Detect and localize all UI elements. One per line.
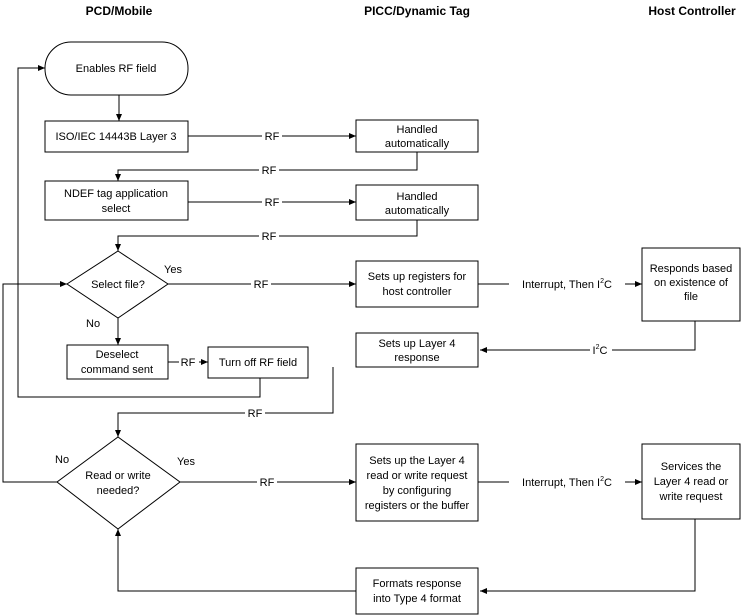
edge-label-i2c: I2C <box>593 344 608 357</box>
node-label: select <box>102 203 131 215</box>
node-label: Formats response <box>373 578 462 590</box>
node-label: response <box>394 352 439 364</box>
node-deselect-command: Deselect command sent <box>66 344 169 380</box>
node-label: Layer 4 read or <box>654 476 729 488</box>
node-label: ISO/IEC 14443B Layer 3 <box>55 131 176 143</box>
node-turn-off-rf-field: Turn off RF field <box>207 346 309 379</box>
header-host-controller: Host Controller <box>648 4 736 18</box>
node-services-rw-request: Services the Layer 4 read or write reque… <box>641 443 741 520</box>
node-label: Responds based <box>650 263 733 275</box>
node-label: Read or write <box>85 470 150 482</box>
edge-label-rf: RF <box>265 197 280 209</box>
node-label: Sets up registers for <box>368 271 467 283</box>
node-setup-registers: Sets up registers for host controller <box>355 260 479 308</box>
node-handled-automatically-2: Handled automatically <box>355 184 479 221</box>
node-label: by configuring <box>383 485 452 497</box>
header-picc-dynamic-tag: PICC/Dynamic Tag <box>364 4 470 18</box>
node-label: Enables RF field <box>76 63 157 75</box>
node-iso-layer3: ISO/IEC 14443B Layer 3 <box>44 120 189 153</box>
edge-label-yes: Yes <box>177 456 195 468</box>
node-label: into Type 4 format <box>373 593 461 605</box>
node-read-write-decision: Read or write needed? <box>56 436 181 530</box>
node-setup-layer4-response: Sets up Layer 4 response <box>355 332 479 368</box>
node-label: automatically <box>385 138 450 150</box>
edge-label-no: No <box>55 454 69 466</box>
node-formats-response: Formats response into Type 4 format <box>355 567 479 615</box>
edge-label-rf: RF <box>262 231 277 243</box>
header-pcd-mobile: PCD/Mobile <box>86 4 153 18</box>
node-label: Handled <box>397 124 438 136</box>
edge-label-rf: RF <box>265 131 280 143</box>
edge-label-yes: Yes <box>164 264 182 276</box>
node-label: write request <box>659 491 723 503</box>
edge-label-rf: RF <box>254 279 269 291</box>
edge-label-rf: RF <box>248 408 263 420</box>
edge-labels: RF RF RF RF RF Interrupt, Then I2C I2C Y… <box>55 129 625 489</box>
edge-label-rf: RF <box>260 477 275 489</box>
node-setup-rw-request: Sets up the Layer 4 read or write reques… <box>355 443 479 522</box>
node-label: Sets up Layer 4 <box>378 338 455 350</box>
node-label: Services the <box>661 461 722 473</box>
edge-label-rf: RF <box>262 165 277 177</box>
node-label: Sets up the Layer 4 <box>369 455 464 467</box>
node-select-file-decision: Select file? <box>66 250 169 319</box>
node-label: NDEF tag application <box>64 188 168 200</box>
edge-label-no: No <box>86 318 100 330</box>
edge-label-rf: RF <box>181 357 196 369</box>
node-ndef-select: NDEF tag application select <box>44 180 189 221</box>
edge-label-interrupt-i2c: Interrupt, Then I2C <box>522 476 612 489</box>
node-label: Handled <box>397 191 438 203</box>
node-label: needed? <box>97 485 140 497</box>
node-label: automatically <box>385 205 450 217</box>
node-responds-based-on-file: Responds based on existence of file <box>641 247 741 322</box>
edge-label-interrupt-i2c: Interrupt, Then I2C <box>522 278 612 291</box>
node-label: registers or the buffer <box>365 500 470 512</box>
node-label: Select file? <box>91 279 145 291</box>
node-handled-automatically-1: Handled automatically <box>355 119 479 153</box>
node-label: file <box>684 291 698 303</box>
node-label: host controller <box>382 286 451 298</box>
node-label: on existence of <box>654 277 729 289</box>
node-label: read or write request <box>367 470 468 482</box>
node-label: command sent <box>81 364 153 376</box>
node-label: Deselect <box>96 349 139 361</box>
node-enables-rf-field: Enables RF field <box>44 41 189 96</box>
node-label: Turn off RF field <box>219 357 297 369</box>
